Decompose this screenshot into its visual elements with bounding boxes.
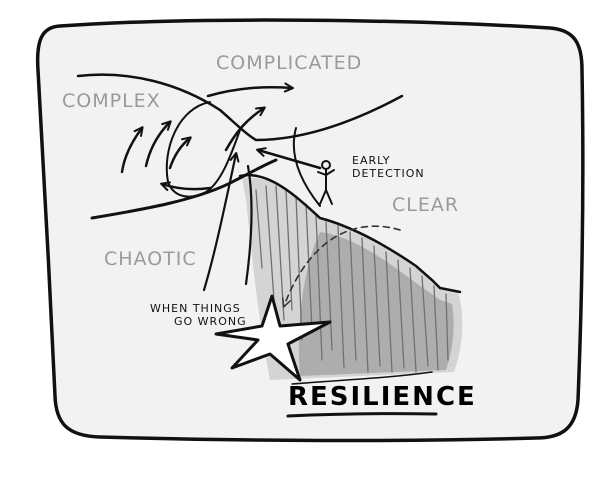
label-when-wrong-line2: GO WRONG: [174, 315, 247, 328]
stick-figure-icon: [317, 160, 335, 205]
resilience-underline: [286, 412, 438, 418]
label-complex: COMPLEX: [62, 90, 161, 112]
label-clear: CLEAR: [392, 194, 460, 216]
label-complicated: COMPLICATED: [216, 52, 363, 74]
label-when-wrong-line1: WHEN THINGS: [150, 302, 241, 315]
label-resilience: RESILIENCE: [288, 382, 477, 412]
star-burst-icon: [214, 294, 332, 382]
label-chaotic: CHAOTIC: [104, 248, 197, 270]
label-early-detection-line2: DETECTION: [352, 167, 425, 180]
label-when-things-go-wrong: WHEN THINGS GO WRONG: [150, 302, 247, 328]
label-early-detection-line1: EARLY: [352, 154, 391, 167]
movement-arrows: [120, 82, 433, 385]
label-early-detection: EARLY DETECTION: [352, 154, 425, 180]
